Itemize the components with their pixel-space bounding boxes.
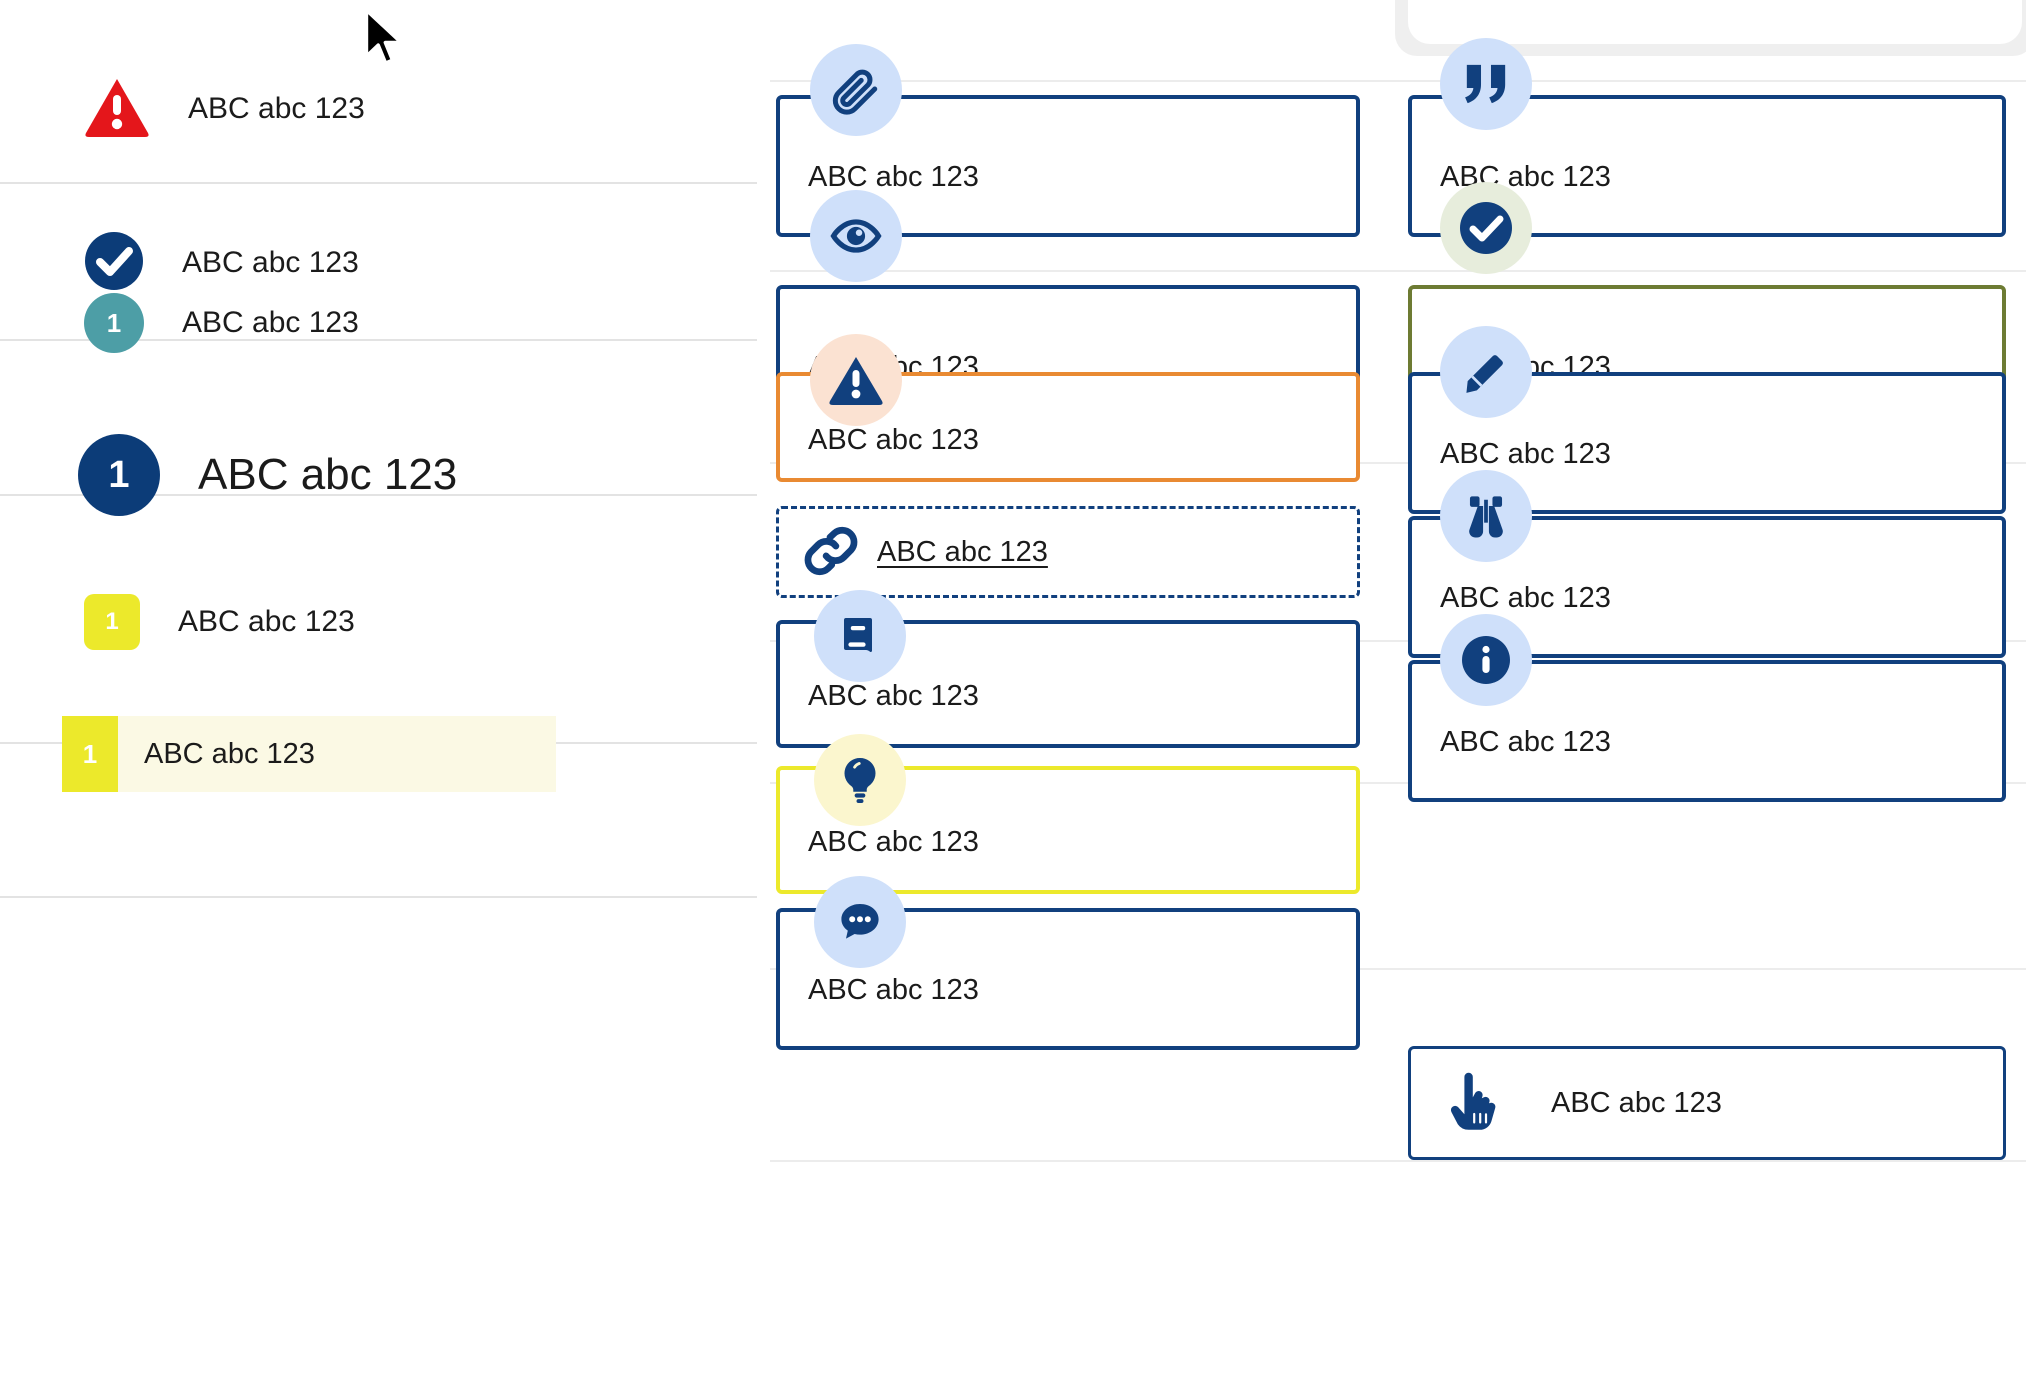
left-list: ABC abc 123 ABC abc 123 1 ABC abc 123 1 … bbox=[0, 0, 757, 1392]
card-action[interactable]: ABC abc 123 bbox=[1408, 1046, 2006, 1160]
card-label: ABC abc 123 bbox=[808, 680, 979, 712]
divider bbox=[770, 782, 2026, 784]
list-item-check[interactable]: ABC abc 123 bbox=[0, 231, 757, 296]
panel-edge-foreground bbox=[1408, 0, 2022, 44]
eye-icon bbox=[810, 190, 902, 282]
divider bbox=[770, 968, 2026, 970]
card-label: ABC abc 123 bbox=[808, 826, 979, 858]
link-chain-icon bbox=[800, 520, 862, 587]
card-label: ABC abc 123 bbox=[1440, 726, 1611, 758]
paperclip-icon bbox=[810, 44, 902, 136]
number-badge-navy: 1 bbox=[78, 434, 160, 516]
list-item-label: ABC abc 123 bbox=[188, 92, 365, 125]
card-label: ABC abc 123 bbox=[1551, 1086, 1722, 1119]
triangle-warning-icon bbox=[84, 77, 150, 142]
divider bbox=[0, 896, 757, 898]
list-item-label: ABC abc 123 bbox=[182, 246, 359, 279]
card-label: ABC abc 123 bbox=[808, 424, 979, 456]
book-icon bbox=[814, 590, 906, 682]
divider bbox=[770, 640, 2026, 642]
pencil-icon bbox=[1440, 326, 1532, 418]
warning-triangle-icon bbox=[810, 334, 902, 426]
number-badge-teal: 1 bbox=[84, 293, 144, 353]
pointing-hand-icon bbox=[1449, 1070, 1505, 1137]
number-badge-yellow: 1 bbox=[84, 594, 140, 650]
card-label: ABC abc 123 bbox=[1440, 582, 1611, 614]
divider bbox=[770, 80, 2026, 82]
list-item-primary-number[interactable]: 1 ABC abc 123 bbox=[0, 434, 757, 516]
info-circle-icon bbox=[1440, 614, 1532, 706]
card-link[interactable]: ABC abc 123 bbox=[776, 506, 1360, 598]
divider bbox=[770, 270, 2026, 272]
list-item-label: ABC abc 123 bbox=[198, 450, 458, 499]
divider bbox=[770, 1160, 2026, 1162]
mouse-cursor bbox=[364, 8, 408, 75]
lightbulb-icon bbox=[814, 734, 906, 826]
divider bbox=[0, 182, 757, 184]
quote-icon bbox=[1440, 38, 1532, 130]
check-circle-icon bbox=[84, 231, 144, 296]
binoculars-icon bbox=[1440, 470, 1532, 562]
list-item-label: ABC abc 123 bbox=[144, 737, 315, 770]
divider bbox=[0, 494, 757, 496]
card-link-label[interactable]: ABC abc 123 bbox=[877, 535, 1048, 568]
card-label: ABC abc 123 bbox=[1440, 438, 1611, 470]
list-item-highlighted[interactable]: 1 ABC abc 123 bbox=[62, 716, 556, 792]
list-item-yellow-number[interactable]: 1 ABC abc 123 bbox=[0, 592, 757, 652]
comment-bubble-icon bbox=[814, 876, 906, 968]
divider bbox=[770, 462, 2026, 464]
card-label: ABC abc 123 bbox=[808, 161, 979, 193]
card-label: ABC abc 123 bbox=[808, 974, 979, 1006]
list-item-alert[interactable]: ABC abc 123 bbox=[0, 78, 757, 140]
list-item-label: ABC abc 123 bbox=[182, 306, 359, 339]
list-item-label: ABC abc 123 bbox=[178, 605, 355, 638]
list-item-teal-number[interactable]: 1 ABC abc 123 bbox=[0, 292, 757, 354]
number-badge-yellow-bar: 1 bbox=[62, 716, 118, 792]
card-info[interactable]: ABC abc 123 bbox=[1408, 660, 2006, 802]
check-circle-icon bbox=[1440, 182, 1532, 274]
divider bbox=[0, 339, 757, 341]
